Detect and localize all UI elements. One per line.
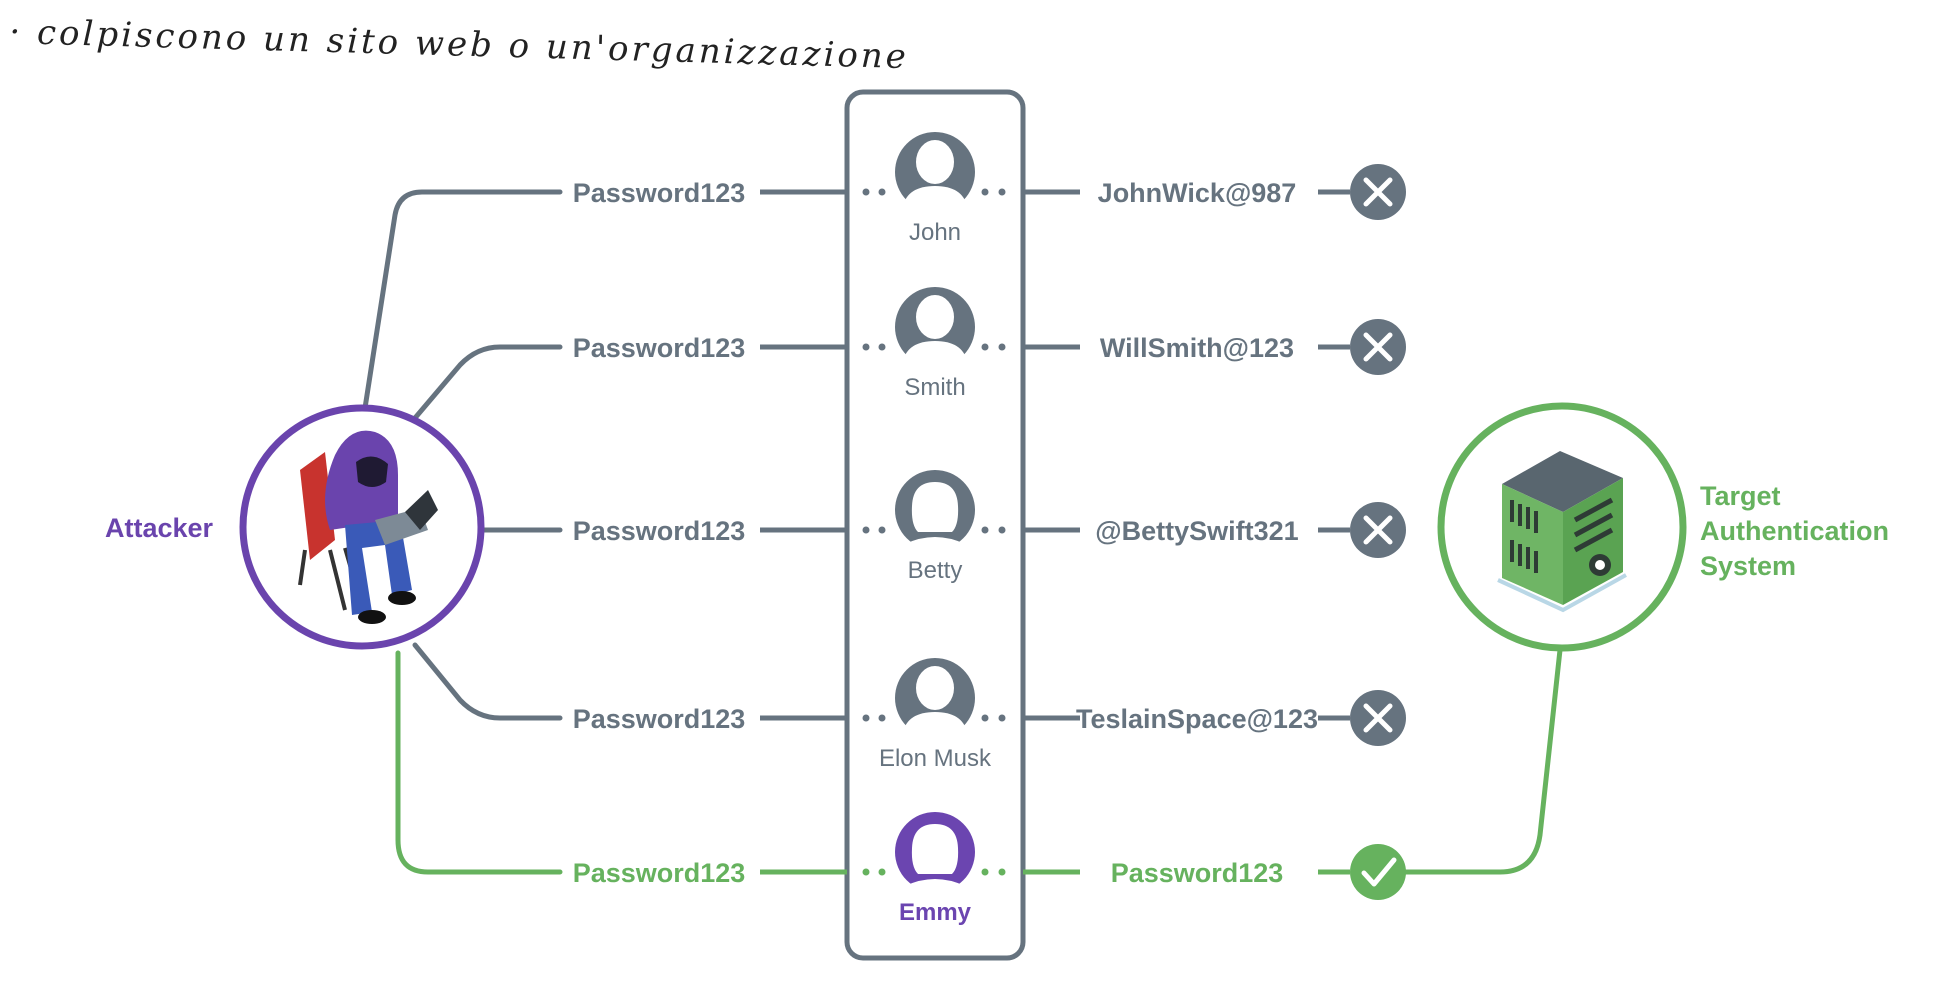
connector-dot — [981, 526, 989, 534]
connector-dot — [878, 714, 886, 722]
connector-dot — [862, 343, 870, 351]
connector-dot — [998, 343, 1006, 351]
user-name-label: Emmy — [899, 899, 972, 926]
actual-password-label: Password123 — [1111, 858, 1284, 888]
user-name-label: John — [909, 219, 961, 246]
connector-dot — [862, 188, 870, 196]
connector-dot — [981, 714, 989, 722]
attacker-label: Attacker — [105, 513, 214, 543]
connector-dot — [998, 526, 1006, 534]
actual-password-label: JohnWick@987 — [1098, 178, 1297, 208]
connector-dot — [878, 526, 886, 534]
target-label-line-3: System — [1700, 551, 1796, 581]
connector-dot — [878, 188, 886, 196]
connector-dot — [998, 714, 1006, 722]
connector-dot — [981, 868, 989, 876]
attacker-connector-1 — [362, 189, 563, 411]
x-icon — [1350, 319, 1406, 375]
check-icon — [1350, 844, 1406, 900]
target-label: Target Authentication System — [1700, 481, 1897, 581]
connector-dot — [981, 343, 989, 351]
attempt-rows: Password123JohnJohnWick@987Password123Sm… — [573, 132, 1406, 926]
sprayed-password-label: Password123 — [573, 333, 746, 363]
hooded-hacker-with-laptop-icon — [298, 430, 438, 624]
attacker-connector-5 — [395, 650, 563, 875]
connector-dot — [998, 868, 1006, 876]
connector-dot — [878, 343, 886, 351]
user-list-frame — [844, 89, 1026, 961]
x-icon — [1350, 164, 1406, 220]
connector-dot — [878, 868, 886, 876]
server-icon — [1497, 451, 1627, 613]
connector-dot — [862, 526, 870, 534]
user-name-label: Smith — [904, 374, 965, 401]
x-icon — [1350, 502, 1406, 558]
attacker-connector-2 — [412, 344, 563, 421]
target-node — [1437, 402, 1687, 652]
male-user-icon — [895, 287, 975, 367]
user-name-label: Elon Musk — [879, 745, 992, 772]
attacker-connector-4 — [412, 642, 563, 721]
x-icon — [1350, 690, 1406, 746]
sprayed-password-label: Password123 — [573, 178, 746, 208]
target-label-line-2: Authentication — [1700, 516, 1889, 546]
male-user-icon — [895, 132, 975, 212]
user-name-label: Betty — [908, 557, 963, 584]
connector-dot — [862, 868, 870, 876]
actual-password-label: TeslainSpace@123 — [1076, 704, 1318, 734]
male-user-icon — [895, 658, 975, 738]
female-user-icon — [895, 470, 975, 550]
sprayed-password-label: Password123 — [573, 516, 746, 546]
connector-dot — [862, 714, 870, 722]
connector-dot — [981, 188, 989, 196]
connector-dot — [998, 188, 1006, 196]
attacker-node — [239, 404, 485, 650]
target-label-line-1: Target — [1700, 481, 1781, 511]
sprayed-password-label: Password123 — [573, 858, 746, 888]
female-user-icon — [895, 812, 975, 892]
target-connector — [1397, 647, 1563, 875]
actual-password-label: @BettySwift321 — [1095, 516, 1298, 546]
actual-password-label: WillSmith@123 — [1100, 333, 1294, 363]
connector-lines — [362, 189, 1563, 875]
sprayed-password-label: Password123 — [573, 704, 746, 734]
